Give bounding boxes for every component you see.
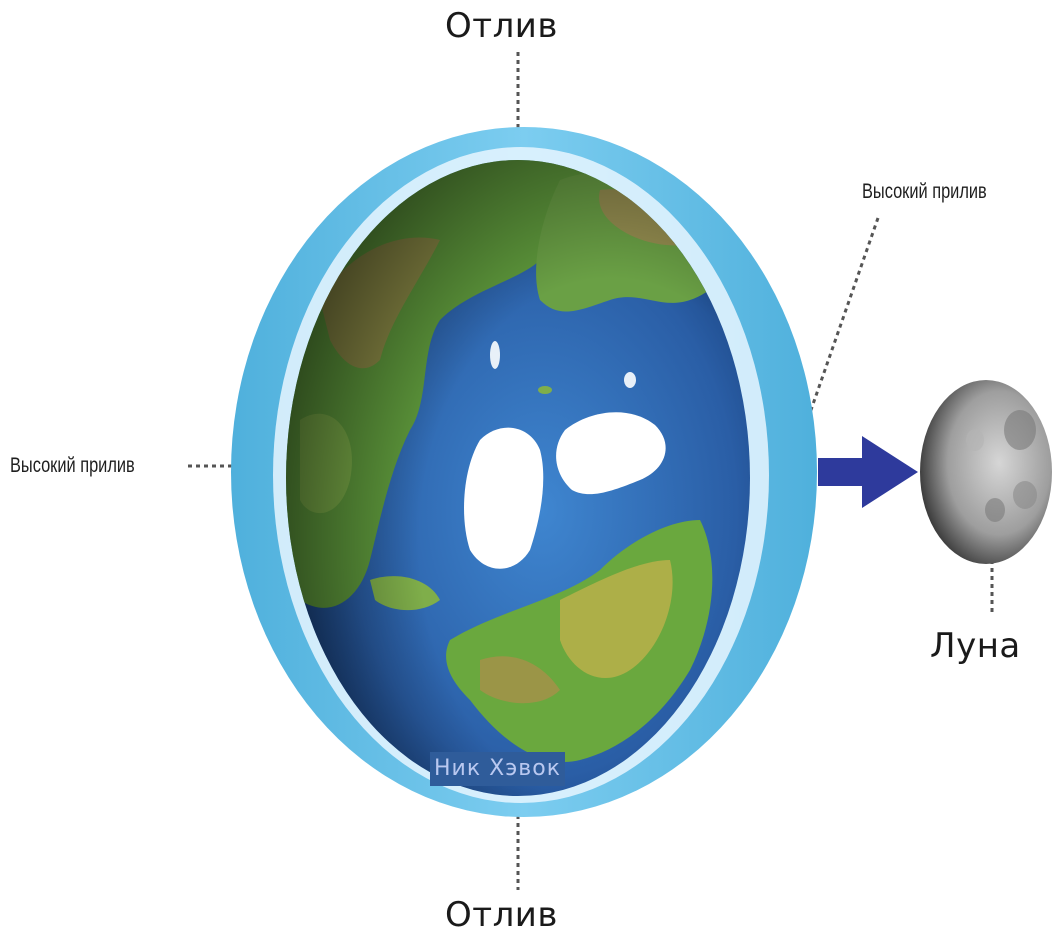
watermark-credit: Ник Хэвок [430, 752, 565, 786]
label-moon: Луна [930, 626, 1021, 666]
label-low-tide-top: Отлив [445, 6, 558, 46]
leader-line-right [795, 217, 880, 451]
moon-icon [920, 380, 1052, 564]
label-high-tide-right: Высокий прилив [862, 180, 987, 203]
label-low-tide-bottom: Отлив [445, 895, 558, 935]
label-high-tide-left: Высокий прилив [10, 454, 135, 477]
arrow-right-icon [818, 436, 918, 508]
